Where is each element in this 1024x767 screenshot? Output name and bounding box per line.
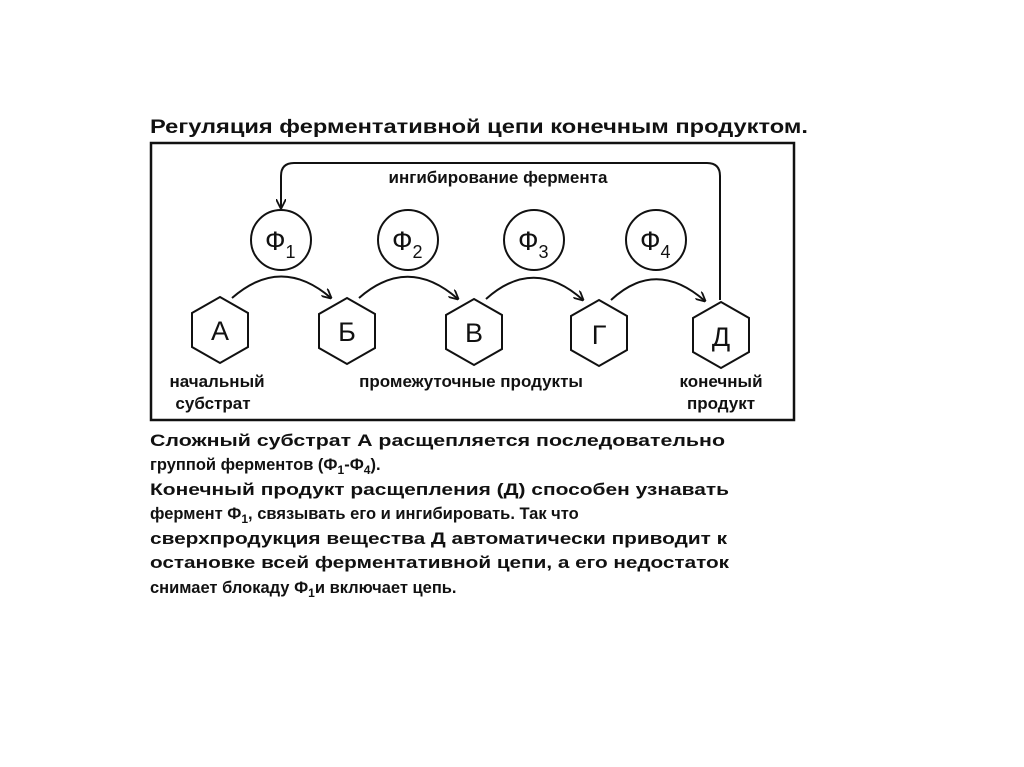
svg-text:Г: Г — [592, 320, 607, 350]
reaction-arrow-d-e — [610, 278, 705, 301]
svg-text:Д: Д — [712, 322, 730, 352]
reaction-arrow-c-d — [485, 276, 583, 300]
substance-e: Д — [692, 300, 750, 370]
svg-text:Ф3: Ф3 — [518, 226, 549, 262]
svg-text:Ф1: Ф1 — [265, 226, 296, 262]
diagram-title: Регуляция ферментативной цепи конечным п… — [150, 117, 808, 138]
svg-text:Ф4: Ф4 — [640, 226, 671, 262]
paragraph-line: сверхпродукция вещества Д автоматически … — [150, 530, 728, 548]
start-substrate-label-1: начальный — [169, 372, 264, 391]
paragraph-line: фермент Ф1, связывать его и ингибировать… — [150, 505, 579, 526]
enzyme-f3: Ф3 — [503, 209, 565, 271]
inhibition-label: ингибирование фермента — [389, 168, 608, 187]
enzyme-f2: Ф2 — [377, 209, 439, 271]
diagram-frame — [149, 141, 796, 422]
paragraph-line: остановке всей ферментативной цепи, а ег… — [150, 554, 730, 572]
substance-d: Г — [570, 298, 628, 368]
svg-text:А: А — [211, 316, 229, 346]
substance-b: Б — [318, 296, 376, 366]
substance-a: А — [191, 295, 249, 365]
substance-c: В — [445, 297, 503, 367]
inhibition-feedback-arrow — [281, 162, 721, 300]
enzyme-f4: Ф4 — [625, 209, 687, 271]
reaction-arrow-b-c — [358, 275, 458, 299]
start-substrate-label-2: субстрат — [175, 394, 250, 413]
svg-text:Ф2: Ф2 — [392, 226, 423, 262]
enzyme-f1: Ф1 — [250, 209, 312, 271]
reaction-arrow-a-b — [231, 275, 331, 299]
paragraph-line: группой ферментов (Ф1-Ф4). — [150, 456, 381, 477]
end-product-label-1: конечный — [679, 372, 762, 391]
paragraph-line: Сложный субстрат А расщепляется последов… — [150, 432, 725, 450]
svg-text:Б: Б — [338, 317, 356, 347]
end-product-label-2: продукт — [687, 394, 755, 413]
explanation-paragraph: Сложный субстрат А расщепляется последов… — [150, 432, 730, 600]
intermediate-products-label: промежуточные продукты — [359, 372, 583, 391]
svg-text:В: В — [465, 318, 483, 348]
paragraph-line: снимает блокаду Ф1и включает цепь. — [150, 579, 457, 600]
paragraph-line: Конечный продукт расщепления (Д) способе… — [150, 481, 729, 499]
